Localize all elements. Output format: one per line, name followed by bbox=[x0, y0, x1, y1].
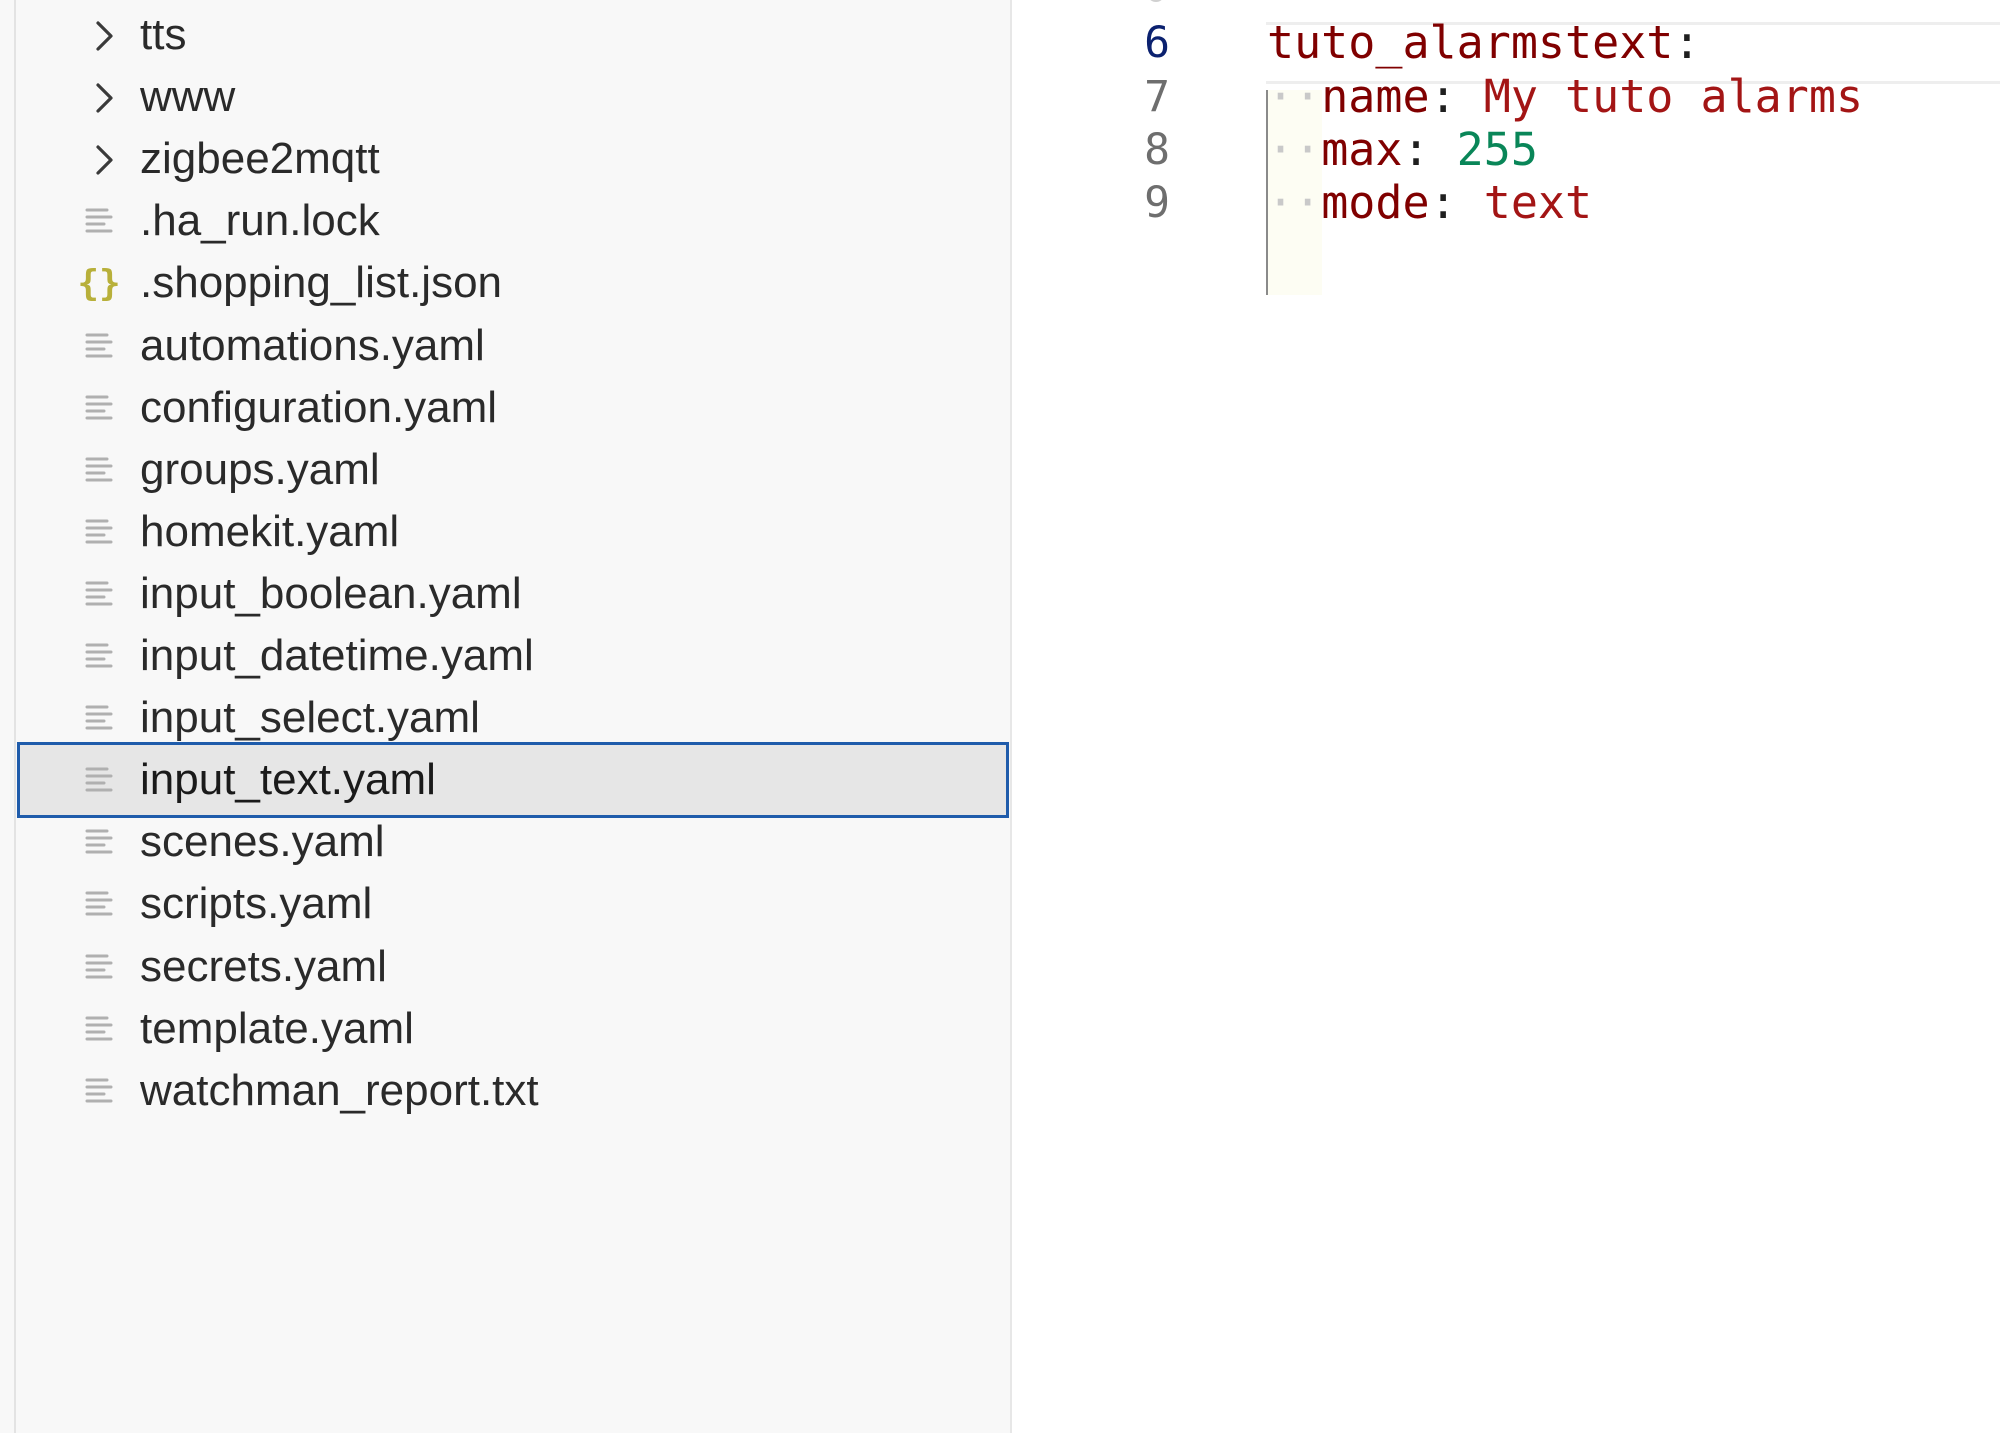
indent-guide bbox=[1266, 90, 1268, 295]
file-configuration-yaml[interactable]: configuration.yaml bbox=[17, 370, 1009, 446]
tree-item-label: tts bbox=[140, 10, 187, 59]
tree-item-label: groups.yaml bbox=[140, 444, 380, 494]
folder-tts[interactable]: tts bbox=[17, 0, 1009, 73]
tree-item-label: scenes.yaml bbox=[140, 817, 385, 867]
yaml-colon: : bbox=[1429, 176, 1457, 229]
yaml-key: mode bbox=[1321, 176, 1430, 229]
folding-dot bbox=[1149, 0, 1163, 2]
tree-item-label: watchman_report.txt bbox=[140, 1065, 539, 1115]
current-line-highlight bbox=[1266, 22, 2000, 84]
text-file-icon bbox=[79, 816, 131, 868]
yaml-colon: : bbox=[1402, 123, 1430, 176]
tree-item-label: input_select.yaml bbox=[140, 693, 480, 743]
file-homekit-yaml[interactable]: homekit.yaml bbox=[17, 494, 1009, 570]
file-input-select-yaml[interactable]: input_select.yaml bbox=[17, 680, 1009, 756]
file-secrets-yaml[interactable]: secrets.yaml bbox=[17, 929, 1009, 1005]
text-file-icon bbox=[79, 568, 131, 620]
tree-item-label: .ha_run.lock bbox=[140, 196, 380, 246]
text-file-icon bbox=[79, 878, 131, 930]
yaml-colon: : bbox=[1673, 16, 1701, 69]
file-explorer: tts www zigbee2mqtt .ha_run.lock {} .shopping… bbox=[14, 0, 1012, 1433]
yaml-value: text bbox=[1483, 176, 1593, 229]
line-number: 7 bbox=[1144, 72, 1170, 122]
indent-whitespace: ·· bbox=[1267, 176, 1322, 229]
code-editor[interactable] bbox=[1012, 0, 2000, 1433]
file-input-boolean-yaml[interactable]: input_boolean.yaml bbox=[17, 556, 1009, 632]
file-scenes-yaml[interactable]: scenes.yaml bbox=[17, 804, 1009, 880]
text-file-icon bbox=[79, 195, 131, 247]
chevron-right-icon bbox=[79, 133, 131, 185]
file-ha-run-lock[interactable]: .ha_run.lock bbox=[17, 183, 1009, 259]
text-file-icon bbox=[79, 382, 131, 434]
code-line[interactable]: ··name: My tuto alarms bbox=[1267, 63, 1863, 131]
sidebar-left-border bbox=[14, 0, 16, 1433]
text-file-icon bbox=[79, 754, 131, 806]
file-template-yaml[interactable]: template.yaml bbox=[17, 991, 1009, 1067]
text-file-icon bbox=[79, 444, 131, 496]
text-file-icon bbox=[79, 692, 131, 744]
code-line[interactable]: tuto_alarmstext: bbox=[1267, 9, 1700, 77]
file-watchman-report-txt[interactable]: watchman_report.txt bbox=[17, 1053, 1009, 1129]
text-file-icon bbox=[79, 1065, 131, 1117]
yaml-colon: : bbox=[1429, 70, 1457, 123]
indent-region bbox=[1268, 90, 1322, 295]
tree-item-label: zigbee2mqtt bbox=[140, 134, 380, 184]
file-input-datetime-yaml[interactable]: input_datetime.yaml bbox=[17, 618, 1009, 694]
text-file-icon bbox=[79, 320, 131, 372]
file-scripts-yaml[interactable]: scripts.yaml bbox=[17, 866, 1009, 942]
tree-item-label: input_text.yaml bbox=[140, 755, 436, 805]
chevron-right-icon bbox=[79, 71, 131, 123]
tree-item-label: scripts.yaml bbox=[140, 879, 373, 929]
tree-item-label: input_boolean.yaml bbox=[140, 568, 522, 618]
tree-item-label: www bbox=[140, 72, 236, 122]
indent-whitespace: ·· bbox=[1267, 70, 1322, 123]
json-file-icon: {} bbox=[79, 257, 131, 309]
line-number: 9 bbox=[1144, 178, 1170, 228]
text-file-icon bbox=[79, 1003, 131, 1055]
code-line[interactable]: ··max: 255 bbox=[1267, 116, 1538, 184]
file-shopping-list-json[interactable]: {} .shopping_list.json bbox=[17, 245, 1009, 321]
text-file-icon bbox=[79, 630, 131, 682]
tree-item-label: template.yaml bbox=[140, 1003, 414, 1053]
yaml-value: 255 bbox=[1456, 123, 1538, 176]
tree-item-label: secrets.yaml bbox=[140, 941, 387, 991]
text-file-icon bbox=[79, 941, 131, 993]
yaml-key: name bbox=[1321, 70, 1430, 123]
folder-www[interactable]: www bbox=[17, 59, 1009, 135]
tree-item-label: automations.yaml bbox=[140, 320, 485, 370]
indent-whitespace: ·· bbox=[1267, 123, 1322, 176]
svg-text:{}: {} bbox=[79, 263, 121, 304]
yaml-key: max bbox=[1321, 123, 1403, 176]
chevron-right-icon bbox=[79, 9, 131, 61]
file-groups-yaml[interactable]: groups.yaml bbox=[17, 432, 1009, 508]
file-automations-yaml[interactable]: automations.yaml bbox=[17, 308, 1009, 384]
tree-item-label: homekit.yaml bbox=[140, 506, 400, 556]
line-number: 6 bbox=[1144, 18, 1170, 68]
file-input-text-yaml[interactable]: input_text.yaml bbox=[17, 742, 1009, 819]
tree-item-label: input_datetime.yaml bbox=[140, 631, 534, 680]
tree-item-label: configuration.yaml bbox=[140, 382, 498, 432]
line-number: 8 bbox=[1144, 125, 1170, 175]
code-line[interactable]: ··mode: text bbox=[1267, 169, 1592, 237]
tree-item-label: .shopping_list.json bbox=[140, 258, 503, 308]
yaml-value: My tuto alarms bbox=[1483, 70, 1864, 123]
folder-zigbee2mqtt[interactable]: zigbee2mqtt bbox=[17, 121, 1009, 197]
text-file-icon bbox=[79, 506, 131, 558]
yaml-key: tuto_alarmstext bbox=[1267, 16, 1674, 69]
